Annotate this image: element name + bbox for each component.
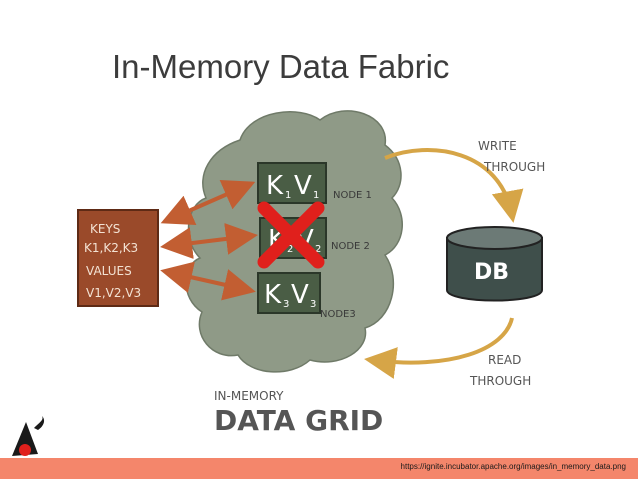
read-label-1: READ [488,353,521,367]
node1-v: V [294,171,312,201]
keys-line-3: VALUES [86,264,132,278]
node3-k-sub: 3 [283,299,289,310]
node3-v: V [291,280,309,310]
arrow-keys-node2 [160,223,258,259]
failed-x-icon [257,201,325,269]
node2-k-sub: 2 [287,244,293,255]
grid-label-big: DATA GRID [214,404,383,437]
grid-label-small: IN-MEMORY [214,389,284,403]
node1-k-sub: 1 [285,190,291,201]
node1-v-sub: 1 [313,190,319,201]
node3-k: K [264,280,282,310]
arrow-keys-node1 [160,179,256,226]
keys-line-4: V1,V2,V3 [86,286,141,300]
write-through-arrow [384,148,524,223]
arrow-keys-node3 [160,261,256,301]
duke-mascot-logo [12,416,45,456]
keys-line-2: K1,K2,K3 [84,241,138,255]
footer-bar: https://ignite.incubator.apache.org/imag… [0,458,638,479]
keys-line-1: KEYS [90,222,120,236]
read-through-arrow [364,317,514,379]
node3-box [257,272,321,314]
slide-title: In-Memory Data Fabric [112,48,450,85]
node3-v-sub: 3 [310,299,316,310]
source-url: https://ignite.incubator.apache.org/imag… [400,462,626,471]
node2-label: NODE 2 [331,241,370,252]
db-label: DB [474,260,509,285]
node1-box [257,162,327,204]
node2-v-sub: 2 [315,244,321,255]
keys-values-box [77,209,159,307]
database-icon [446,226,543,302]
node3-label: NODE3 [320,309,356,320]
node1-label: NODE 1 [333,190,372,201]
node1-k: K [266,171,284,201]
read-label-2: THROUGH [469,374,531,388]
write-label-1: WRITE [478,139,517,153]
write-label-2: THROUGH [483,160,545,174]
